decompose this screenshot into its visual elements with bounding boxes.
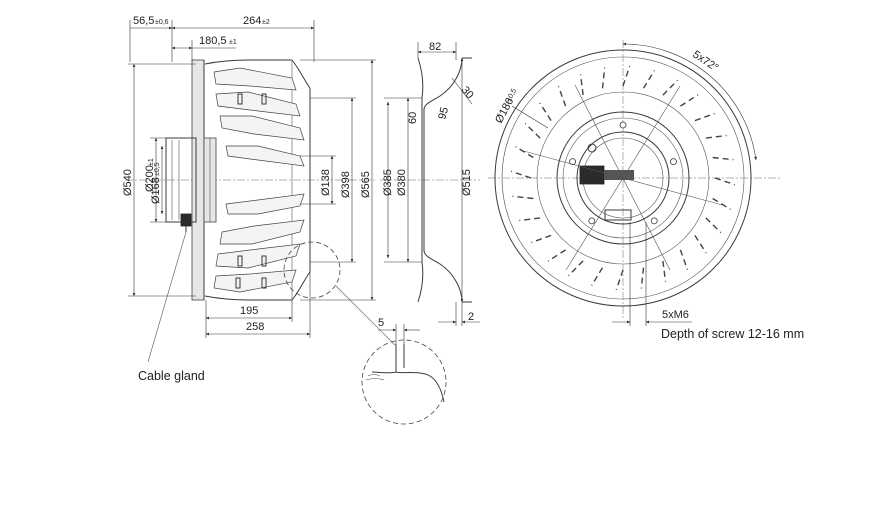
dim-180-5-tol: ±1: [229, 39, 237, 46]
side-bottom-dimensions: [205, 272, 311, 338]
motor-indicator-icon: [587, 143, 597, 153]
blade-slot: [512, 195, 534, 200]
blade-slot: [591, 267, 604, 286]
blade-slot: [680, 94, 699, 107]
dim-diam-168-tol: ±0,5: [154, 162, 161, 176]
blade-slot: [694, 235, 707, 254]
inlet-ring-section-view: 82 30 60 95 Ø385 Ø380 Ø515 2: [380, 41, 480, 326]
blade-slot: [615, 269, 624, 291]
dim-diam-385: Ø385: [382, 169, 394, 196]
dim-diam-540: Ø540: [122, 169, 134, 196]
screw-depth-note: Depth of screw 12-16 mm: [661, 327, 804, 341]
detail-view: 5: [361, 317, 447, 425]
mounting-flange: [191, 59, 205, 301]
dim-diam-398: Ø398: [340, 171, 352, 198]
blade-slot: [712, 197, 731, 210]
blade-slot: [640, 267, 645, 289]
hub-bolt-hole: [619, 121, 627, 129]
dim-diam-138: Ø138: [320, 169, 332, 196]
blade-slot: [705, 217, 722, 234]
cable-gland: [180, 213, 192, 227]
dim-56-5: 56,5: [133, 15, 154, 27]
hub-bolt-hole: [670, 158, 677, 166]
blade-slot: [519, 217, 541, 222]
section-inner-profile: [423, 57, 463, 303]
dim-diam-380: Ø380: [396, 169, 408, 196]
dim-diam-515: Ø515: [461, 169, 473, 196]
cable-gland-leader: [147, 231, 187, 363]
dim-2: 2: [468, 311, 474, 323]
side-diameter-dimensions: [128, 59, 376, 301]
inlet-ring-top: [291, 59, 311, 89]
detail-circle: [361, 339, 447, 425]
angle-arc: [622, 42, 757, 161]
blade-slot: [679, 249, 689, 270]
dim-diam-186-tol: ±0,5: [506, 88, 519, 103]
angle-label: 5x72°: [690, 49, 720, 75]
section-outer-profile: [417, 57, 424, 303]
dim-95: 95: [436, 106, 451, 121]
dim-264: 264: [243, 15, 261, 27]
blade-slot: [714, 177, 736, 186]
hub-bolt-hole: [650, 217, 658, 225]
screw-spec: 5xM6: [662, 309, 689, 321]
side-top-dimensions: [129, 20, 315, 62]
dim-diam-200-tol: ±1: [148, 158, 155, 166]
dim-diam-200: Ø200: [144, 165, 156, 192]
motor-brand-plate: [604, 170, 634, 180]
dim-5: 5: [378, 317, 384, 329]
blade-slot: [524, 122, 541, 139]
dim-195: 195: [240, 305, 258, 317]
dim-60: 60: [407, 112, 419, 124]
detail-marker-circle: [283, 241, 341, 299]
blade-slot: [531, 234, 552, 244]
blade-slot: [539, 102, 552, 121]
blade-slot: [622, 65, 631, 87]
hub-bolt-hole: [588, 217, 596, 225]
blade-slot: [705, 134, 727, 139]
dim-diam-168: Ø168: [150, 177, 162, 204]
blade-slot: [712, 156, 734, 161]
detail-leader: [335, 285, 396, 346]
blade-slot: [547, 249, 566, 262]
impeller-backplate-top: [204, 59, 292, 65]
impeller-backplate-bottom: [204, 295, 292, 301]
blade-slot: [515, 146, 534, 159]
blade-slot: [601, 67, 606, 89]
dim-82: 82: [429, 41, 441, 53]
blade-slot: [557, 86, 567, 107]
dim-180-5: 180,5: [199, 35, 227, 47]
inlet-ring-bottom: [291, 271, 311, 301]
dim-diam-565: Ø565: [360, 171, 372, 198]
blade-slot: [579, 74, 584, 96]
impeller-blades: [213, 67, 305, 293]
front-view: Ø186 ±0,5 5x72° 5xM6 Depth of screw 12-1…: [488, 40, 804, 341]
dim-258: 258: [246, 321, 264, 333]
dim-30: 30: [459, 84, 476, 101]
blade-slot: [642, 70, 655, 89]
blade-slot: [662, 260, 667, 282]
dim-264-tol: ±2: [262, 19, 270, 26]
dim-56-5-tol: ±0,6: [155, 19, 169, 26]
side-view: 56,5 ±0,6 264 ±2 180,5 ±1 195 258: [122, 15, 396, 383]
blade-slot: [567, 260, 584, 277]
blade-slot: [510, 170, 532, 179]
dim-186-leader: [511, 105, 549, 129]
cable-gland-label: Cable gland: [138, 369, 205, 383]
terminal-box: [604, 209, 632, 221]
blade-slot: [694, 112, 715, 122]
motor-label-plate: [579, 165, 605, 185]
